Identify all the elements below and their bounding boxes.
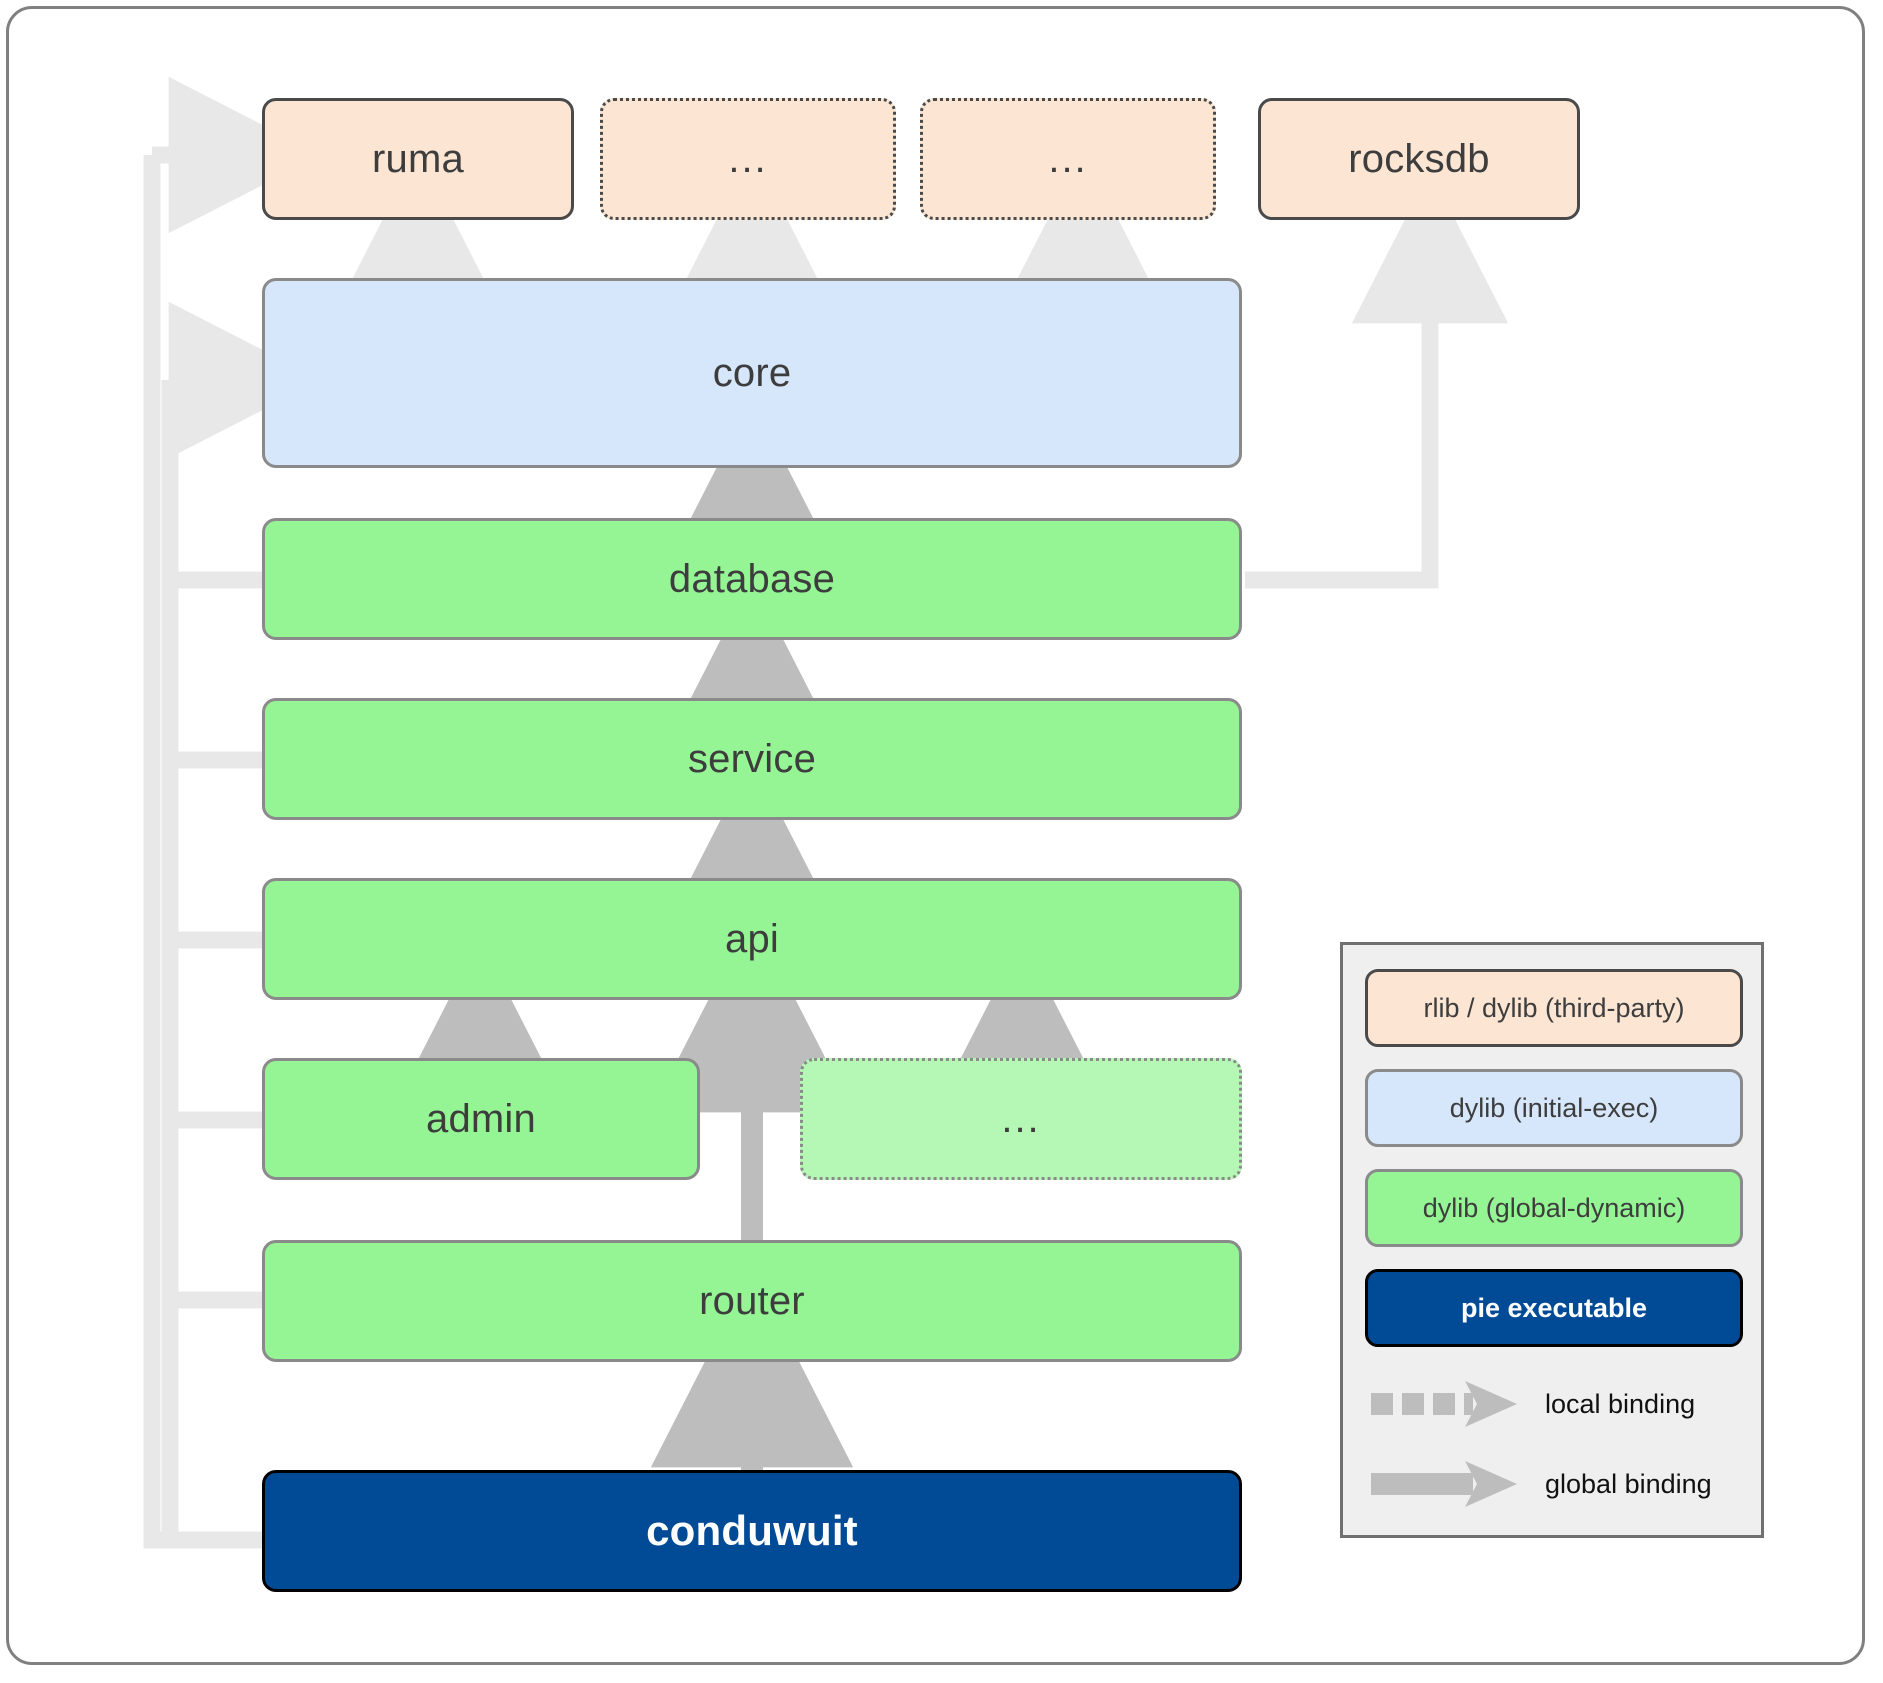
node-ellipsis-third-party-1[interactable]: ... bbox=[600, 98, 896, 220]
legend-arrow-label: global binding bbox=[1545, 1468, 1712, 1499]
legend-swatch-label: rlib / dylib (third-party) bbox=[1423, 992, 1685, 1023]
legend-swatch-pie-executable: pie executable bbox=[1365, 1269, 1743, 1347]
node-ruma[interactable]: ruma bbox=[262, 98, 574, 220]
legend-panel: rlib / dylib (third-party) dylib (initia… bbox=[1340, 942, 1764, 1538]
legend-row-local-binding: local binding bbox=[1365, 1373, 1749, 1435]
node-core[interactable]: core bbox=[262, 278, 1242, 468]
node-service[interactable]: service bbox=[262, 698, 1242, 820]
dashed-arrow-icon bbox=[1371, 1381, 1517, 1427]
legend-swatch-label: dylib (global-dynamic) bbox=[1422, 1192, 1686, 1223]
node-router[interactable]: router bbox=[262, 1240, 1242, 1362]
node-label: admin bbox=[426, 1096, 536, 1141]
node-conduwuit[interactable]: conduwuit bbox=[262, 1470, 1242, 1592]
node-label: ... bbox=[1048, 136, 1088, 181]
legend-arrow-label: local binding bbox=[1545, 1388, 1696, 1419]
legend-swatch-label: pie executable bbox=[1460, 1292, 1648, 1323]
node-label: database bbox=[668, 556, 836, 601]
solid-arrow-icon bbox=[1371, 1461, 1517, 1507]
node-label: api bbox=[725, 916, 779, 961]
node-admin[interactable]: admin bbox=[262, 1058, 700, 1180]
legend-swatch-third-party: rlib / dylib (third-party) bbox=[1365, 969, 1743, 1047]
legend-swatch-initial-exec: dylib (initial-exec) bbox=[1365, 1069, 1743, 1147]
node-api[interactable]: api bbox=[262, 878, 1242, 1000]
node-ellipsis-global-dynamic[interactable]: ... bbox=[800, 1058, 1242, 1180]
node-ellipsis-third-party-2[interactable]: ... bbox=[920, 98, 1216, 220]
legend-swatch-label: dylib (initial-exec) bbox=[1449, 1092, 1659, 1123]
node-label: service bbox=[687, 736, 817, 781]
node-label: ... bbox=[1001, 1096, 1041, 1141]
legend-swatch-global-dynamic: dylib (global-dynamic) bbox=[1365, 1169, 1743, 1247]
node-label: ruma bbox=[372, 136, 464, 181]
node-label: router bbox=[699, 1278, 805, 1323]
legend-row-global-binding: global binding bbox=[1365, 1453, 1749, 1515]
node-rocksdb[interactable]: rocksdb bbox=[1258, 98, 1580, 220]
node-label: ... bbox=[728, 136, 768, 181]
node-label: core bbox=[712, 350, 792, 395]
node-label: rocksdb bbox=[1348, 136, 1490, 181]
node-database[interactable]: database bbox=[262, 518, 1242, 640]
node-label: conduwuit bbox=[646, 1507, 858, 1554]
